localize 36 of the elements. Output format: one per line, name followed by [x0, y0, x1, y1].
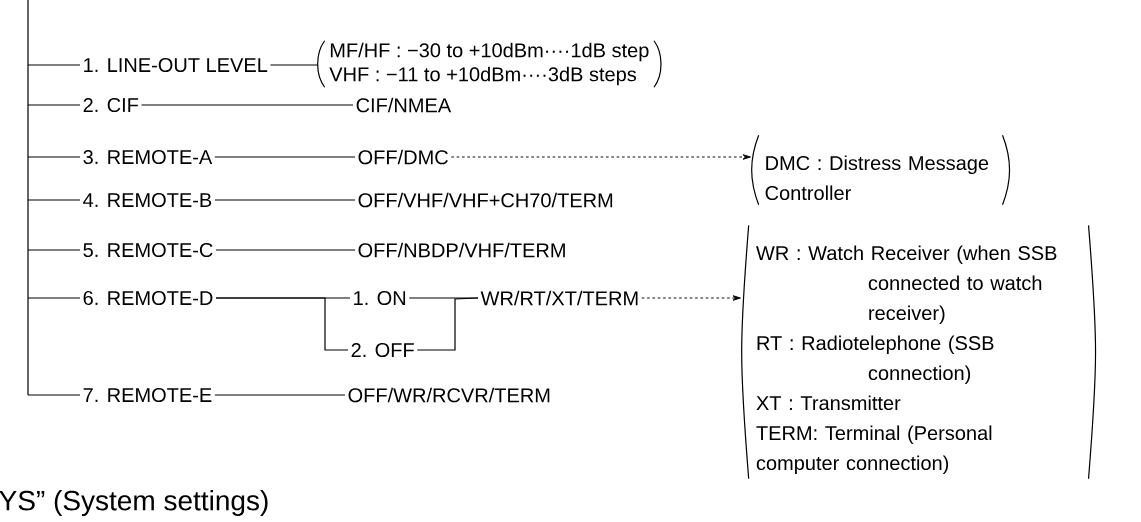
menu-item: 2. OFF	[351, 342, 414, 358]
arrow	[450, 154, 751, 160]
bracketed-note: DMC : Distress Message Controller	[751, 134, 1011, 206]
connector-line	[269, 64, 319, 66]
connector-line	[214, 156, 356, 158]
menu-item: 1. ON	[354, 290, 406, 306]
section-heading: YS” (System settings)	[0, 489, 268, 517]
menu-item: OFF/WR/RCVR/TERM	[348, 387, 550, 403]
connector-line	[27, 249, 81, 251]
connector-line	[27, 199, 81, 201]
menu-item: CIF/NMEA	[356, 97, 452, 113]
arrow	[641, 295, 741, 301]
bracketed-note: WR : Watch Receiver (when SSB connected to watch receiver) RT : Radiotelephone (SSB connection) XT : Transmitter TERM: Terminal (Personal computer connection)	[741, 224, 1097, 480]
connector-line	[27, 156, 81, 158]
connector-line	[215, 249, 356, 251]
menu-item: 2. CIF	[83, 97, 139, 113]
connector-line	[214, 394, 346, 396]
connector-line	[27, 394, 81, 396]
menu-item: WR/RT/XT/TERM	[480, 290, 638, 306]
menu-item: OFF/VHF/VHF+CH70/TERM	[358, 192, 613, 208]
connector-line	[27, 104, 81, 106]
bracketed-note: MF/HF : −30 to +10dBm····1dB step VHF : −11 to +10dBm····3dB steps	[317, 40, 662, 88]
connector-line	[27, 297, 81, 299]
menu-item: OFF/NBDP/VHF/TERM	[358, 242, 565, 258]
menu-item: 1. LINE-OUT LEVEL	[84, 57, 268, 73]
menu-item: 5. REMOTE-C	[83, 242, 213, 258]
connector-line	[27, 64, 81, 66]
menu-item: 4. REMOTE-B	[83, 192, 212, 208]
menu-item: 6. REMOTE-D	[83, 290, 213, 306]
connector-line	[140, 104, 354, 106]
connector-line	[416, 297, 479, 351]
menu-item: 3. REMOTE-A	[83, 149, 213, 165]
connector-line	[215, 297, 349, 351]
menu-item: 7. REMOTE-E	[83, 387, 212, 403]
menu-item: OFF/DMC	[358, 149, 448, 165]
connector-line	[214, 199, 356, 201]
